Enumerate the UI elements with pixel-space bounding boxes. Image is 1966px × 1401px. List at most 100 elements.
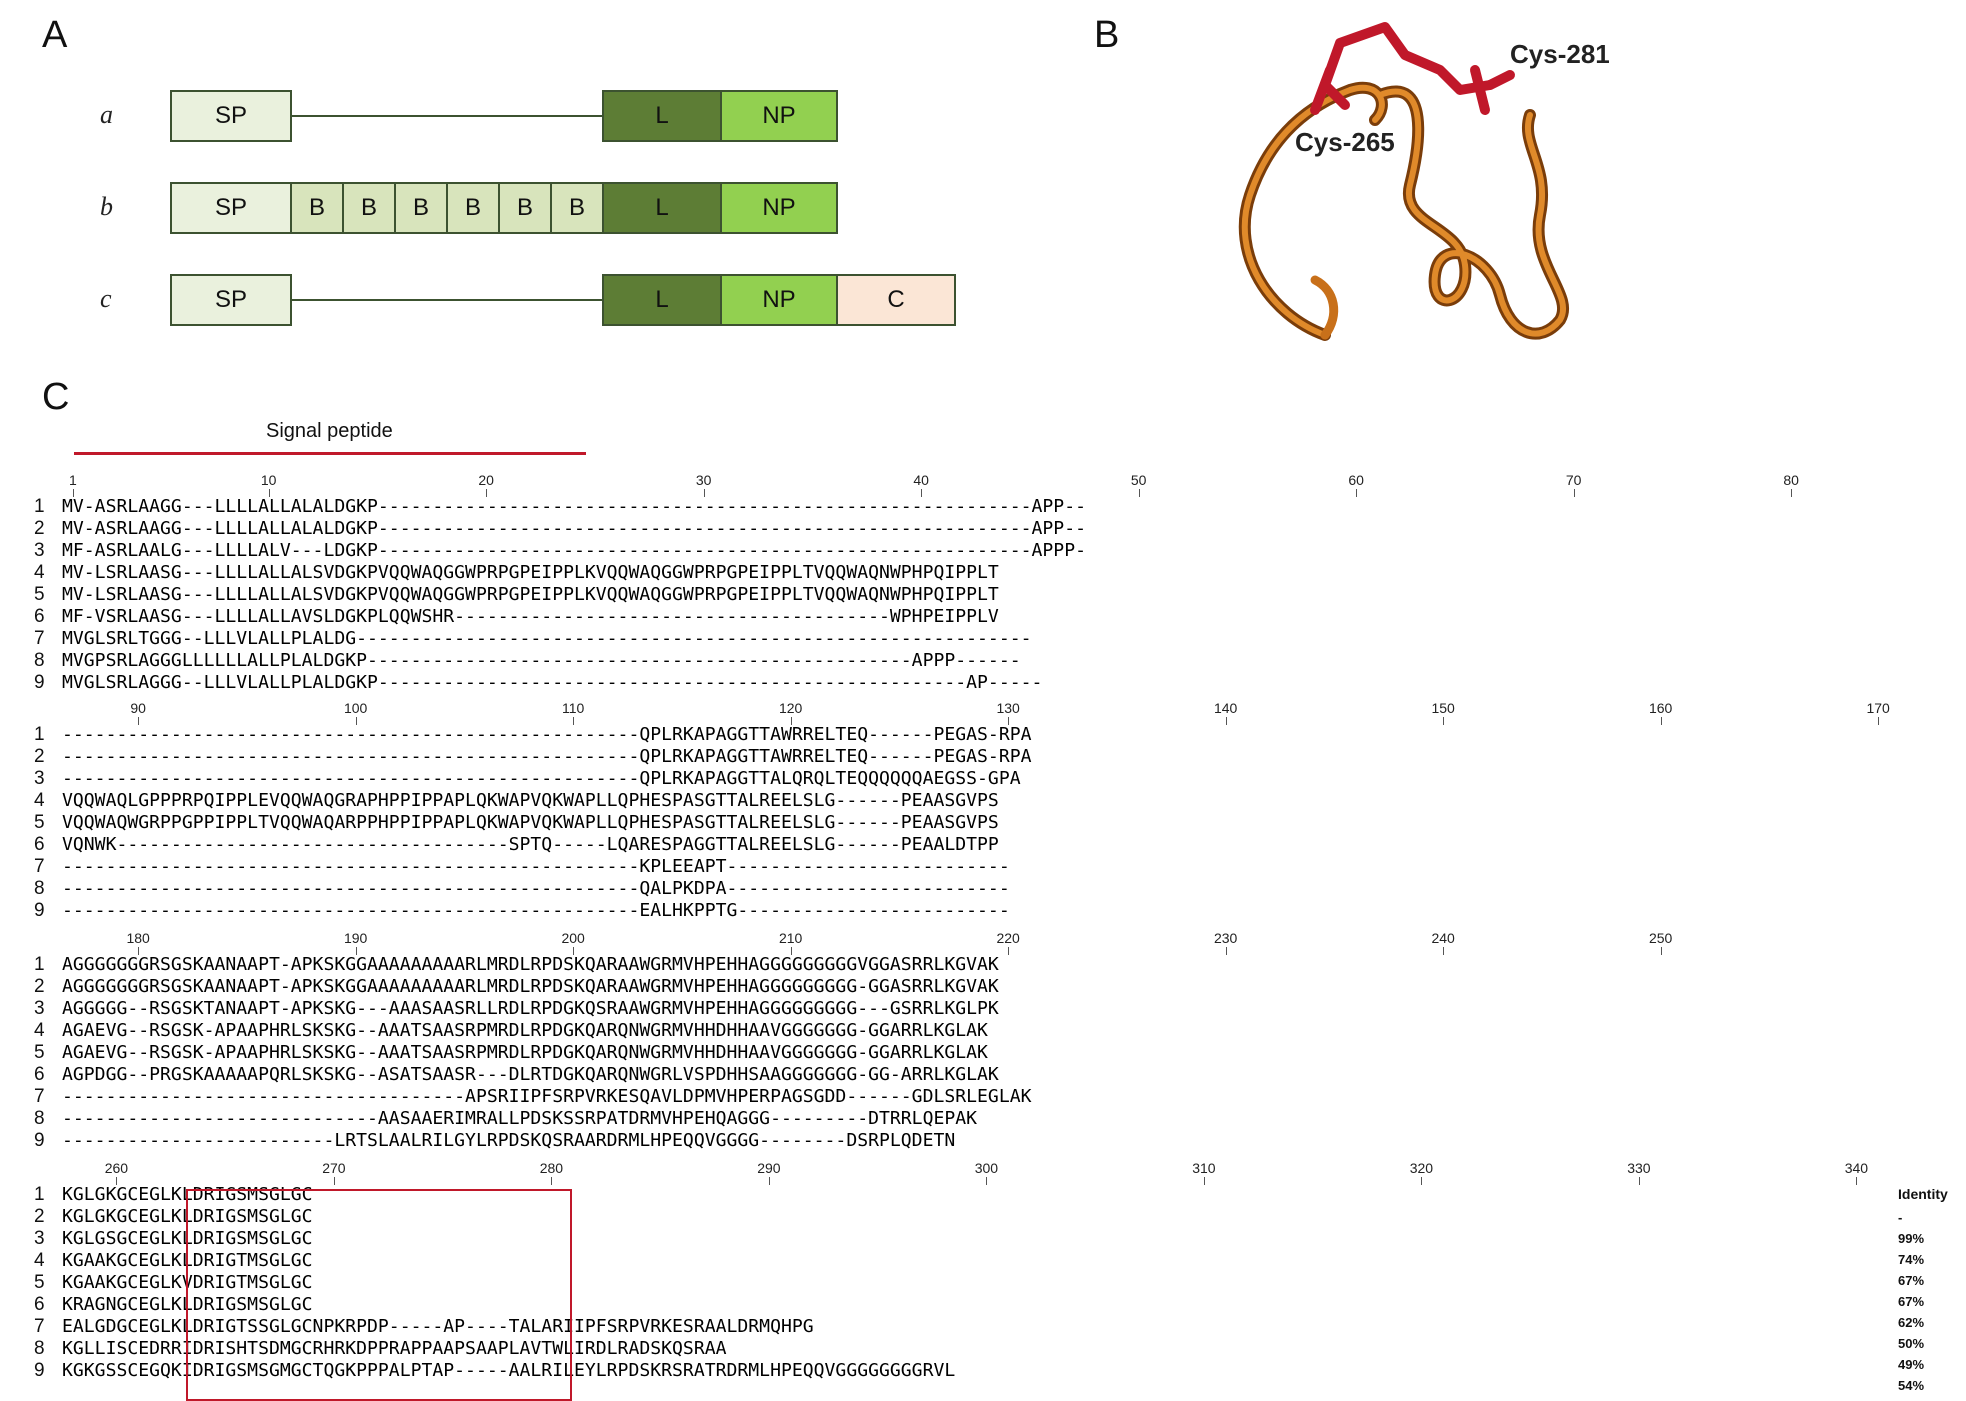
sequence-number: 1 [34, 496, 45, 517]
domain-b: B [342, 182, 396, 234]
ruler-number: 40 [913, 472, 929, 488]
ruler-tick [72, 489, 74, 497]
sequence-number: 6 [34, 606, 45, 627]
identity-value: 67% [1898, 1273, 1925, 1288]
ruler-tick [921, 489, 923, 497]
domain-row-label: c [100, 284, 112, 313]
domain-b: B [446, 182, 500, 234]
sequence-number: 9 [34, 1130, 45, 1151]
alignment-row: VQNWK-----------------------------------… [62, 834, 999, 855]
ruler-number: 70 [1565, 472, 1582, 488]
ruler-number: 340 [1844, 1160, 1869, 1176]
sequence-number: 8 [34, 1338, 45, 1359]
ruler-tick [1638, 1177, 1640, 1185]
linker-line [290, 115, 602, 117]
alignment-row: ----------------------------------------… [62, 724, 1032, 745]
ruler-number: 260 [104, 1160, 129, 1176]
ruler-tick [1791, 489, 1793, 497]
domain-l: L [602, 182, 722, 234]
ruler-tick [1443, 717, 1445, 725]
ruler-number: 220 [996, 930, 1020, 946]
ruler-number: 290 [757, 1160, 781, 1176]
ruler-tick [551, 1177, 553, 1185]
sequence-number: 6 [34, 834, 45, 855]
alignment-row: MV-ASRLAAGG---LLLLALLALALDGKP-----------… [62, 518, 1086, 539]
sequence-number: 9 [34, 900, 45, 921]
sequence-number: 3 [34, 540, 45, 561]
ruler-tick [1225, 717, 1227, 725]
ruler-number: 10 [260, 472, 277, 488]
alignment-row: ----------------------------------------… [62, 900, 1010, 921]
identity-value: 74% [1898, 1252, 1925, 1267]
alignment-row: MV-LSRLAASG---LLLLALLALSVDGKPVQQWAQGGWPR… [62, 562, 999, 583]
alignment-row: MV-LSRLAASG---LLLLALLALSVDGKPVQQWAQGGWPR… [62, 584, 999, 605]
terminal-hook [1310, 275, 1339, 340]
ruler-number: 50 [1130, 472, 1147, 488]
ruler-number: 320 [1409, 1160, 1434, 1176]
ruler-number: 240 [1431, 930, 1455, 946]
ruler-number: 200 [561, 930, 585, 946]
sequence-number: 7 [34, 856, 45, 877]
alignment-row: -------------------------LRTSLAALRILGYLR… [62, 1130, 956, 1151]
ruler-tick [355, 947, 357, 955]
ruler-tick [486, 489, 488, 497]
identity-value: 67% [1898, 1294, 1925, 1309]
ruler-number: 150 [1431, 700, 1455, 716]
panel-b-label: B [1094, 14, 1120, 56]
ruler-tick [333, 1177, 335, 1185]
panel-a-label: A [42, 14, 68, 56]
ruler-tick [1443, 947, 1445, 955]
ruler-tick [355, 717, 357, 725]
alignment-row: MVGPSRLAGGGLLLLLLALLPLALDGKP------------… [62, 650, 1021, 671]
sequence-number: 7 [34, 1086, 45, 1107]
sequence-number: 3 [34, 768, 45, 789]
backbone-ribbon-highlight [1241, 84, 1567, 338]
ruler-number: 90 [130, 700, 146, 716]
signal-peptide-label: Signal peptide [266, 420, 393, 442]
alignment-row: AGAEVG--RSGSK-APAAPHRLSKSKG--AAATSAASRPM… [62, 1042, 988, 1063]
ruler-tick [268, 489, 270, 497]
sequence-number: 2 [34, 1206, 45, 1227]
ruler-tick [790, 717, 792, 725]
sequence-number: 1 [34, 724, 45, 745]
sequence-number: 1 [34, 954, 45, 975]
alignment-row: MV-ASRLAAGG---LLLLALLALALDGKP-----------… [62, 496, 1086, 517]
identity-value: 99% [1898, 1231, 1925, 1246]
alignment-row: ----------------------------------------… [62, 746, 1032, 767]
identity-value: 49% [1898, 1357, 1925, 1372]
alignment-row: AGGGGG--RSGSKTANAAPT-APKSKG---AAASAASRLL… [62, 998, 999, 1019]
alignment-row: KGLLISCEDRRIDRISHTSDMGCRHRKDPPRAPPAAPSAA… [62, 1338, 727, 1359]
sequence-number: 4 [34, 1020, 45, 1041]
ruler-tick [1138, 489, 1140, 497]
alignment-row: -------------------------------------APS… [62, 1086, 1032, 1107]
sequence-number: 4 [34, 562, 45, 583]
alignment-row: MF-ASRLAALG---LLLLALV---LDGKP-----------… [62, 540, 1086, 561]
sequence-number: 7 [34, 1316, 45, 1337]
domain-b: B [498, 182, 552, 234]
ruler-number: 310 [1192, 1160, 1216, 1176]
alignment-row: VQQWAQWGRPPGPPIPPLTVQQWAQARPPHPPIPPAPLQK… [62, 812, 999, 833]
alignment-row: AGGGGGGGRSGSKAANAAPT-APKSKGGAAAAAAAAARLM… [62, 976, 999, 997]
sequence-number: 5 [34, 1042, 45, 1063]
sequence-number: 5 [34, 812, 45, 833]
domain-sp: SP [170, 182, 292, 234]
ruler-tick [1421, 1177, 1423, 1185]
cys-265-sidechain [1310, 65, 1350, 115]
ruler-number: 330 [1627, 1160, 1651, 1176]
sequence-number: 6 [34, 1294, 45, 1315]
domain-l: L [602, 274, 722, 326]
identity-value: - [1898, 1210, 1903, 1225]
identity-value: 62% [1898, 1315, 1925, 1330]
ruler-tick [1008, 717, 1010, 725]
alignment-row: AGAEVG--RSGSK-APAAPHRLSKSKG--AAATSAASRPM… [62, 1020, 988, 1041]
domain-np: NP [720, 274, 838, 326]
ruler-number: 160 [1648, 700, 1673, 716]
sequence-number: 5 [34, 584, 45, 605]
ruler-number: 60 [1348, 472, 1364, 488]
domain-np: NP [720, 90, 838, 142]
ruler-number: 230 [1213, 930, 1238, 946]
ruler-tick [1660, 717, 1662, 725]
sequence-number: 9 [34, 1360, 45, 1381]
ruler-tick [1573, 489, 1575, 497]
identity-value: 50% [1898, 1336, 1925, 1351]
